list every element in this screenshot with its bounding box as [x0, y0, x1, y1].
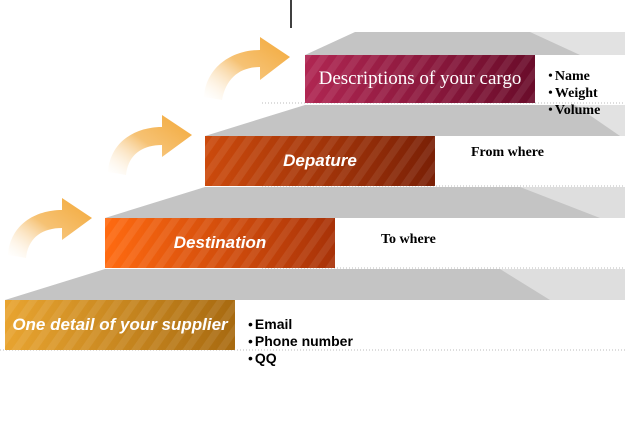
curved-arrow-icon-3	[204, 37, 290, 100]
curved-arrow-icon-2	[108, 115, 192, 175]
step-label-supplier: One detail of your supplier	[12, 315, 228, 334]
destination-note: To where	[381, 232, 436, 247]
stair-side-4	[530, 32, 625, 55]
stair-top-2	[105, 187, 625, 218]
list-item: Name	[548, 68, 600, 85]
list-item: Weight	[548, 85, 600, 102]
stair-top-1	[5, 269, 625, 300]
step-label-cargo: Descriptions of your cargo	[318, 68, 522, 89]
stair-top-3	[205, 105, 625, 136]
cargo-details-list: Name Weight Volume	[548, 68, 600, 119]
list-item: Volume	[548, 102, 600, 119]
step-label-departure: Depature	[283, 151, 357, 170]
stair-side-1	[500, 269, 625, 300]
stair-side-2	[520, 187, 625, 218]
list-item: QQ	[248, 350, 353, 367]
curved-arrow-icon-1	[8, 198, 92, 258]
step-label-destination: Destination	[173, 233, 267, 252]
list-item: Email	[248, 316, 353, 333]
supplier-details-list: Email Phone number QQ	[248, 316, 353, 367]
list-item: Phone number	[248, 333, 353, 350]
departure-note: From where	[471, 145, 544, 160]
